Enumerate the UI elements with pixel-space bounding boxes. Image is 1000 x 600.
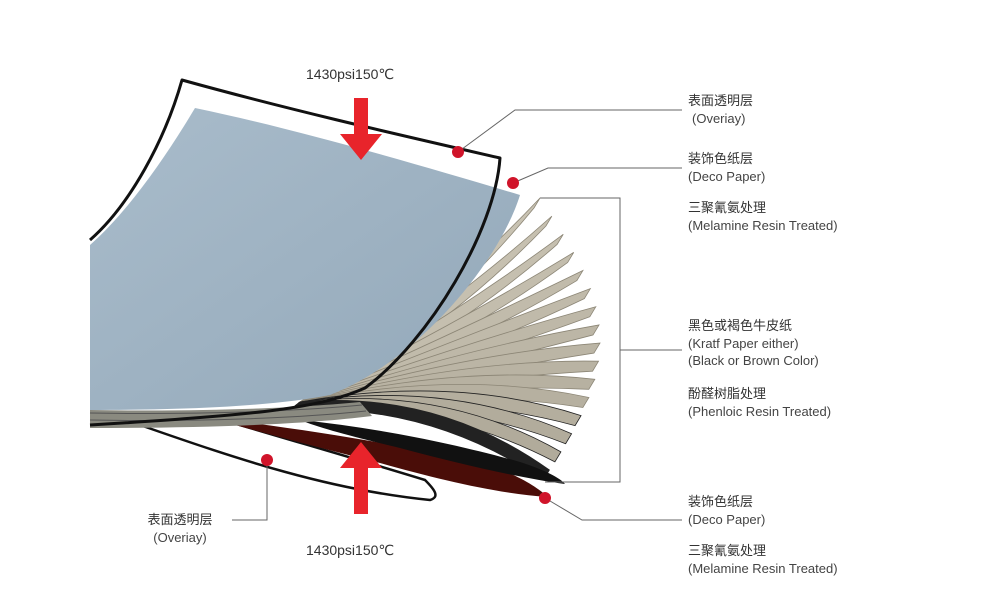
- label-kraft: 黑色或褐色牛皮纸 (Kratf Paper either) (Black or …: [688, 318, 819, 369]
- pressure-label-top: 1430psi150℃: [306, 66, 395, 82]
- marker-dot-deco-top: [507, 177, 519, 189]
- label-kraft-en2: (Black or Brown Color): [688, 353, 819, 368]
- top-deco-paper: [90, 108, 520, 410]
- leader-deco-bottom: [544, 497, 682, 521]
- core-board-line: [89, 404, 363, 415]
- leader-overlay-top: [457, 109, 682, 153]
- label-melamine-bottom-en: (Melamine Resin Treated): [688, 561, 838, 576]
- label-melamine-top-en: (Melamine Resin Treated): [688, 218, 838, 233]
- kraft-dark-sheet: [300, 420, 565, 484]
- label-melamine-top-cn: 三聚氰氨处理: [688, 201, 767, 216]
- label-kraft-cn: 黑色或褐色牛皮纸: [688, 319, 793, 334]
- label-overlay-bottom-cn: 表面透明层: [147, 513, 213, 528]
- label-phenolic: 酚醛树脂处理 (Phenloic Resin Treated): [688, 386, 831, 420]
- label-deco-bottom: 装饰色纸层 (Deco Paper): [688, 494, 765, 528]
- label-melamine-bottom-cn: 三聚氰氨处理: [688, 544, 767, 559]
- pressure-arrow-up-icon: [340, 442, 382, 514]
- label-deco-top: 装饰色纸层 (Deco Paper): [688, 151, 765, 185]
- label-overlay-top-en: (Overiay): [692, 111, 746, 126]
- leader-deco-top: [512, 167, 682, 184]
- label-overlay-bottom-en: (Overiay): [153, 530, 207, 545]
- marker-dot-overlay-top: [452, 146, 464, 158]
- core-board-line: [89, 410, 367, 422]
- leader-kraft-bracket: [540, 197, 621, 483]
- leader-overlay-bottom: [232, 460, 268, 521]
- pressure-arrow-down-icon: [340, 98, 382, 160]
- label-deco-bottom-en: (Deco Paper): [688, 512, 766, 527]
- bottom-deco-sheet: [210, 418, 548, 497]
- marker-dot-deco-bottom: [539, 492, 551, 504]
- label-deco-top-cn: 装饰色纸层: [688, 152, 754, 167]
- top-overlay-sheet: [89, 78, 502, 427]
- label-phenolic-en: (Phenloic Resin Treated): [688, 404, 832, 419]
- label-deco-bottom-cn: 装饰色纸层: [688, 495, 754, 510]
- label-deco-top-en: (Deco Paper): [688, 169, 766, 184]
- marker-dot-overlay-bottom: [261, 454, 273, 466]
- label-phenolic-cn: 酚醛树脂处理: [688, 387, 767, 402]
- leader-lines: [232, 109, 682, 521]
- label-kraft-en1: (Kratf Paper either): [688, 336, 799, 351]
- label-overlay-top: 表面透明层 (Overiay): [688, 93, 753, 127]
- pressure-label-bottom: 1430psi150℃: [306, 542, 395, 558]
- label-melamine-bottom: 三聚氰氨处理 (Melamine Resin Treated): [688, 543, 838, 577]
- label-overlay-top-cn: 表面透明层: [688, 94, 754, 109]
- label-overlay-bottom: 表面透明层 (Overiay): [130, 512, 230, 546]
- label-melamine-top: 三聚氰氨处理 (Melamine Resin Treated): [688, 200, 838, 234]
